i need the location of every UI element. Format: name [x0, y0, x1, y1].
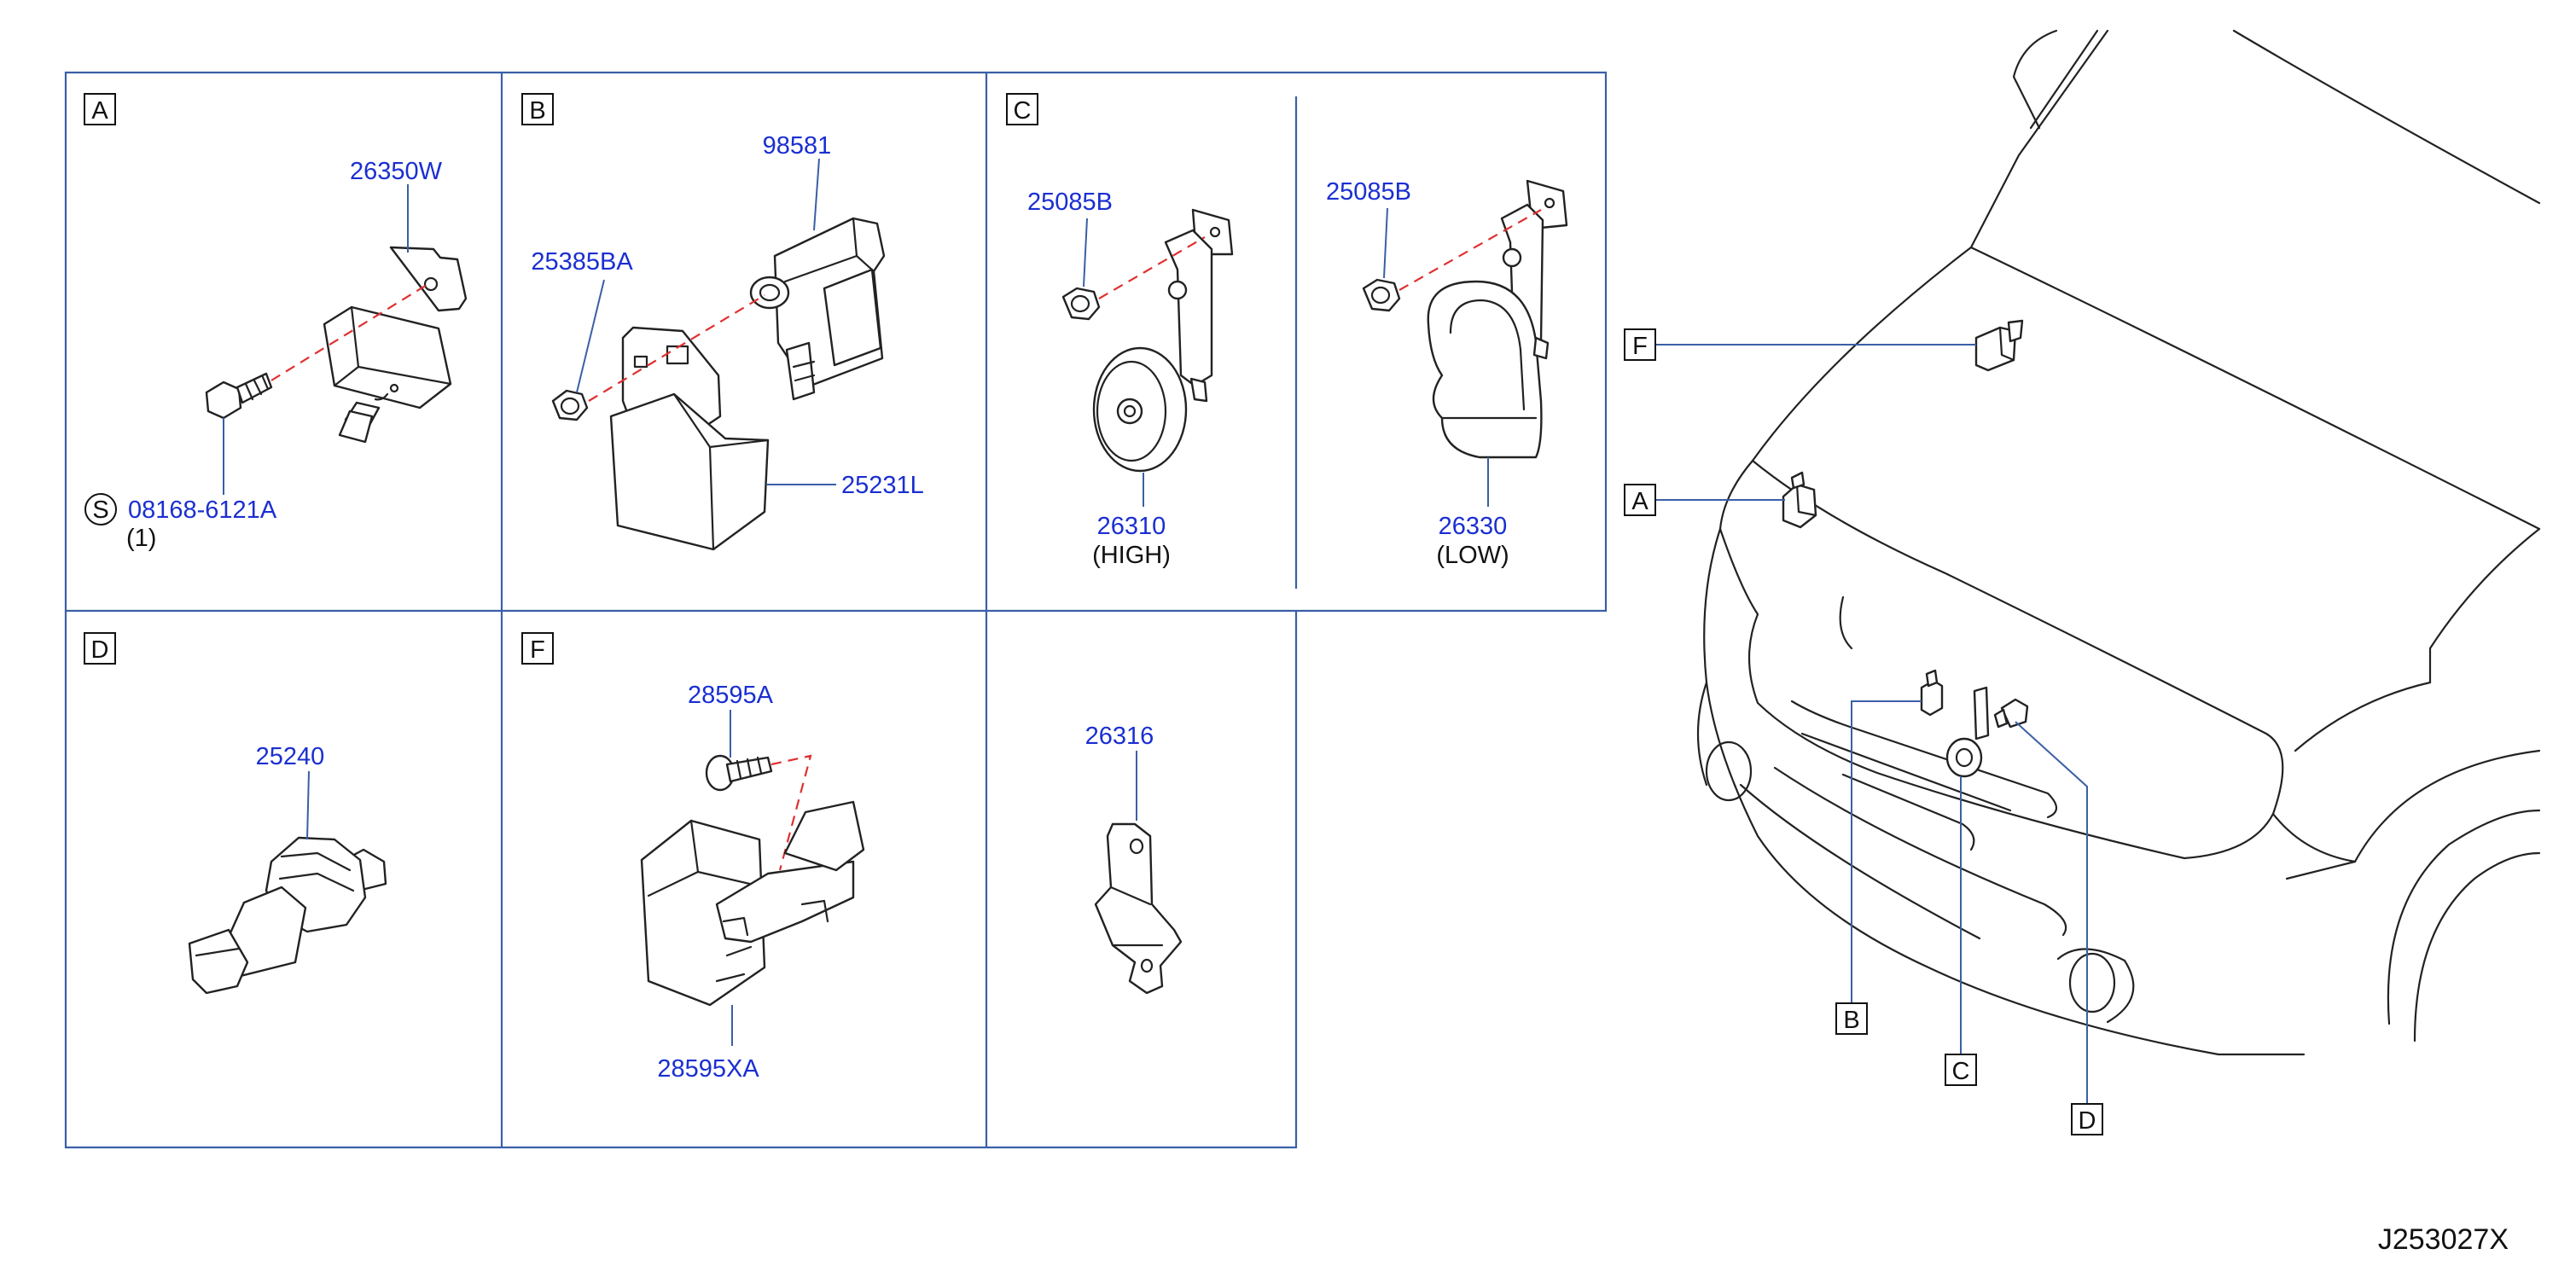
panel-c: C 25085B 26310 (HIGH) [1006, 93, 1568, 569]
part-25240: 25240 [256, 743, 325, 770]
switch-25240 [188, 836, 387, 995]
vehicle-part-b [1920, 669, 1944, 717]
panel-d-label: D [91, 636, 109, 664]
panel-f: F 28595A 28595XA [521, 632, 865, 1083]
horn-low [1427, 179, 1568, 459]
part-25385ba: 25385BA [531, 248, 633, 276]
horn-high-note: (HIGH) [1092, 542, 1171, 569]
control-unit-28595xa [640, 800, 865, 1007]
vehicle-part-f [1974, 319, 2024, 372]
part-25231l: 25231L [841, 472, 924, 499]
part-25085b-high: 25085B [1027, 189, 1113, 216]
vehicle-label-b: B [1843, 1007, 1859, 1034]
part-26316: 26316 [1085, 723, 1154, 750]
quantity-note: (1) [126, 525, 156, 552]
part-08168-6121a: 08168-6121A [128, 497, 277, 524]
nut-high [1061, 287, 1101, 321]
part-26310: 26310 [1097, 513, 1166, 540]
part-28595a: 28595A [688, 682, 774, 709]
panel-f-label: F [530, 636, 545, 664]
part-28595xa: 28595XA [657, 1055, 759, 1083]
nut-low [1362, 278, 1401, 312]
nut-25385ba [551, 389, 589, 421]
panel-d: D 25240 [84, 632, 387, 995]
screw-28595a [705, 754, 773, 792]
bracket-26316 [1094, 822, 1183, 995]
panel-b-label: B [529, 97, 545, 125]
part-98581: 98581 [763, 132, 832, 160]
vehicle-part-relay [1782, 471, 1817, 529]
horn-low-note: (LOW) [1436, 542, 1509, 569]
sensor-98581 [749, 217, 886, 401]
vehicle-part-c [1945, 686, 1990, 778]
part-25085b-low: 25085B [1326, 178, 1411, 206]
s-symbol: S [92, 497, 108, 524]
vehicle-label-c: C [1952, 1058, 1970, 1085]
s-symbol-circle [84, 493, 117, 526]
panel-c-label: C [1014, 97, 1032, 125]
bracket-25231l [609, 326, 770, 551]
vehicle-illustration: F A B C D [1624, 29, 2541, 1135]
panel-bracket: 26316 [1085, 723, 1183, 995]
panel-a: A 26350W S 08168-6121A (1) [84, 93, 468, 552]
part-26330: 26330 [1439, 513, 1508, 540]
vehicle-label-d: D [2079, 1107, 2096, 1135]
vehicle-label-a: A [1631, 488, 1649, 515]
panel-b: B 98581 25385B [521, 93, 924, 551]
panel-a-label: A [91, 97, 108, 125]
reference-code: J253027X [2378, 1223, 2509, 1256]
panel-grid [64, 71, 1608, 1149]
part-26350w: 26350W [350, 158, 443, 185]
vehicle-label-f: F [1632, 333, 1648, 360]
horn-high [1092, 208, 1234, 473]
horn-relay-module [323, 246, 468, 444]
bolt [205, 372, 273, 420]
vehicle-part-d [1993, 698, 2029, 729]
